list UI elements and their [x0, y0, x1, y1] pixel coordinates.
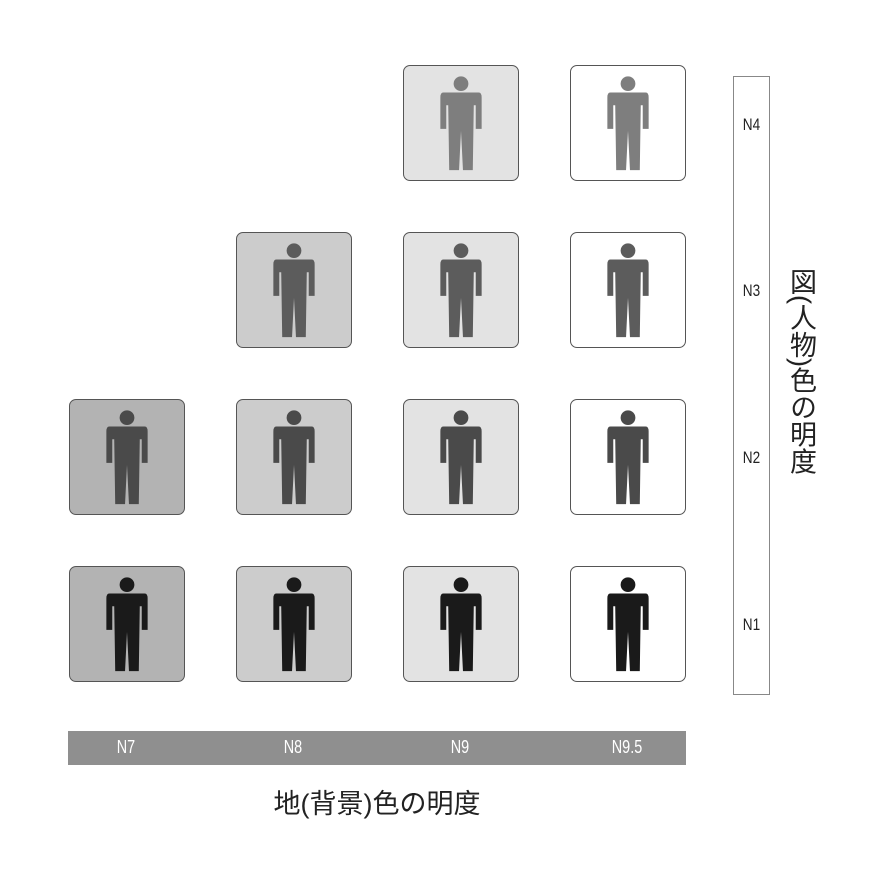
tile-n2-on-n9-5	[570, 399, 686, 515]
person-icon	[273, 577, 315, 672]
person-icon	[607, 577, 649, 672]
tile-n2-on-n8	[236, 399, 352, 515]
tile-n1-on-n9	[403, 566, 519, 682]
person-icon	[106, 577, 148, 672]
ground-lightness-scale: N7 N8 N9 N9.5	[68, 731, 686, 765]
person-icon	[607, 243, 649, 338]
tile-n4-on-n9	[403, 65, 519, 181]
tile-n3-on-n8	[236, 232, 352, 348]
tile-n4-on-n9-5	[570, 65, 686, 181]
y-axis-title: 図(人物)色の明度	[786, 268, 816, 475]
tile-n2-on-n7	[69, 399, 185, 515]
level-label-n4: N4	[742, 115, 761, 134]
person-icon	[607, 410, 649, 505]
level-label-n1: N1	[742, 615, 761, 634]
level-label-n9: N9	[450, 737, 470, 757]
level-label-n9-5: N9.5	[611, 737, 643, 757]
x-axis-title: 地(背景)色の明度	[273, 789, 481, 819]
level-label-n2: N2	[742, 448, 761, 467]
person-icon	[440, 410, 482, 505]
person-icon	[440, 243, 482, 338]
level-label-n8: N8	[283, 737, 303, 757]
tile-n3-on-n9	[403, 232, 519, 348]
tile-n2-on-n9	[403, 399, 519, 515]
person-icon	[273, 243, 315, 338]
tile-n1-on-n8	[236, 566, 352, 682]
tile-n1-on-n7	[69, 566, 185, 682]
tile-n3-on-n9-5	[570, 232, 686, 348]
figure-lightness-scale: N4 N3 N2 N1	[733, 76, 770, 695]
person-icon	[440, 76, 482, 171]
level-label-n3: N3	[742, 281, 761, 300]
tile-n1-on-n9-5	[570, 566, 686, 682]
level-label-n7: N7	[116, 737, 136, 757]
person-icon	[440, 577, 482, 672]
person-icon	[273, 410, 315, 505]
person-icon	[607, 76, 649, 171]
person-icon	[106, 410, 148, 505]
